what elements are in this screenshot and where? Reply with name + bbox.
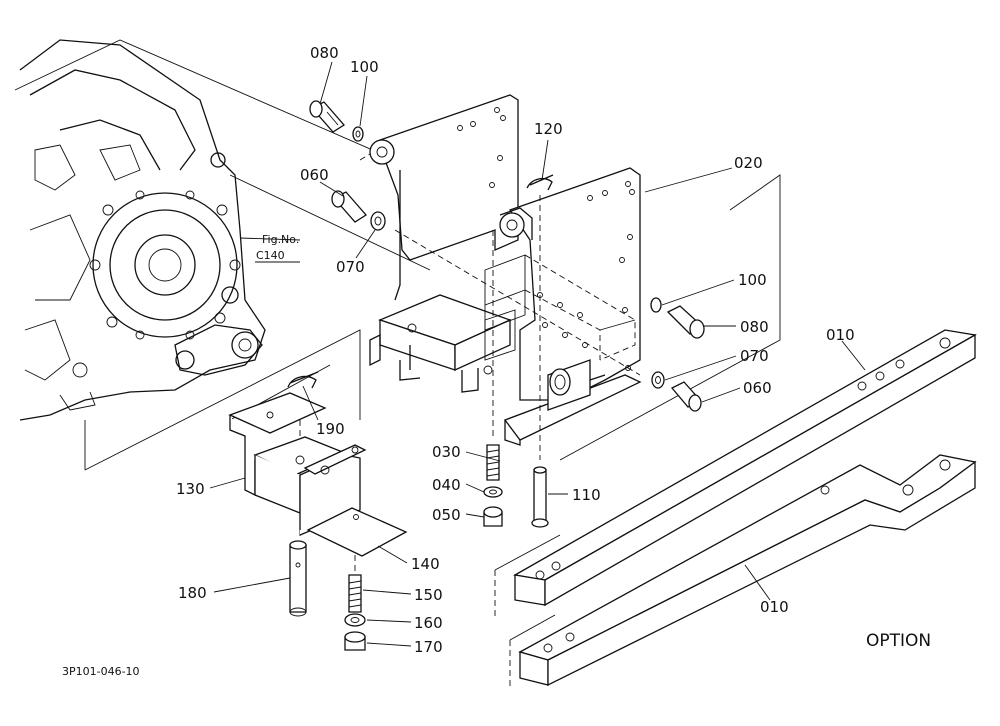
callout-160: 160: [414, 614, 443, 632]
pin-120: [526, 174, 554, 191]
fig-ref-line2: C140: [256, 249, 285, 262]
stud-150: [348, 574, 362, 613]
bracket-eye-upper: [369, 139, 395, 165]
bolt-080-right: [666, 305, 705, 339]
washer-100-right: [650, 297, 662, 313]
callout-020: 020: [734, 154, 763, 172]
bolt-060-upper: [331, 190, 367, 223]
callout-060-upper: 060: [300, 166, 329, 184]
callout-170: 170: [414, 638, 443, 656]
drawbar-option-upper: [513, 329, 977, 607]
guide-lines: [14, 39, 781, 471]
clip-190: [287, 371, 319, 389]
option-boundary: [494, 534, 561, 690]
pin-180: [289, 540, 307, 617]
callout-050: 050: [432, 506, 461, 524]
callout-180: 180: [178, 584, 207, 602]
drawbar-option-lower: [518, 454, 977, 687]
leader-lines: [209, 61, 866, 647]
washer-070-right: [651, 371, 665, 389]
stud-030: [486, 444, 500, 481]
nut-170: [344, 631, 366, 651]
plate-140: [306, 507, 408, 557]
callout-060-right: 060: [743, 379, 772, 397]
callout-010-upper: 010: [826, 326, 855, 344]
callout-080-upper: 080: [310, 44, 339, 62]
callout-080-right: 080: [740, 318, 769, 336]
pin-110: [531, 466, 549, 528]
hitch-bracket: [369, 294, 512, 393]
callout-100-right: 100: [738, 271, 767, 289]
washer-160: [344, 613, 366, 627]
callout-010-lower: 010: [760, 598, 789, 616]
callout-110: 110: [572, 486, 601, 504]
callout-140: 140: [411, 555, 440, 573]
bolt-080-upper: [309, 100, 345, 133]
bracket-plate-front: [499, 167, 642, 446]
callout-120: 120: [534, 120, 563, 138]
callout-040: 040: [432, 476, 461, 494]
nut-050: [483, 506, 503, 527]
callout-150: 150: [414, 586, 443, 604]
callout-070-right: 070: [740, 347, 769, 365]
callout-190: 190: [316, 420, 345, 438]
drawing-code: 3P101-046-10: [62, 665, 140, 678]
washer-040: [483, 486, 503, 498]
transmission-housing: [19, 39, 266, 421]
washer-100-upper: [352, 126, 364, 142]
washer-070-upper: [370, 211, 386, 231]
callout-070-upper: 070: [336, 258, 365, 276]
callout-030: 030: [432, 443, 461, 461]
fig-ref-line1: Fig.No.: [262, 233, 299, 246]
bolt-060-right: [670, 381, 702, 412]
option-label: OPTION: [866, 631, 931, 651]
callout-130: 130: [176, 480, 205, 498]
callout-100-upper: 100: [350, 58, 379, 76]
callout-labels: 080 100 060 070 120 020 100 080 070 060 …: [62, 44, 931, 678]
assembly-axes: [299, 147, 641, 580]
bracket-plate-rear: [379, 94, 519, 301]
